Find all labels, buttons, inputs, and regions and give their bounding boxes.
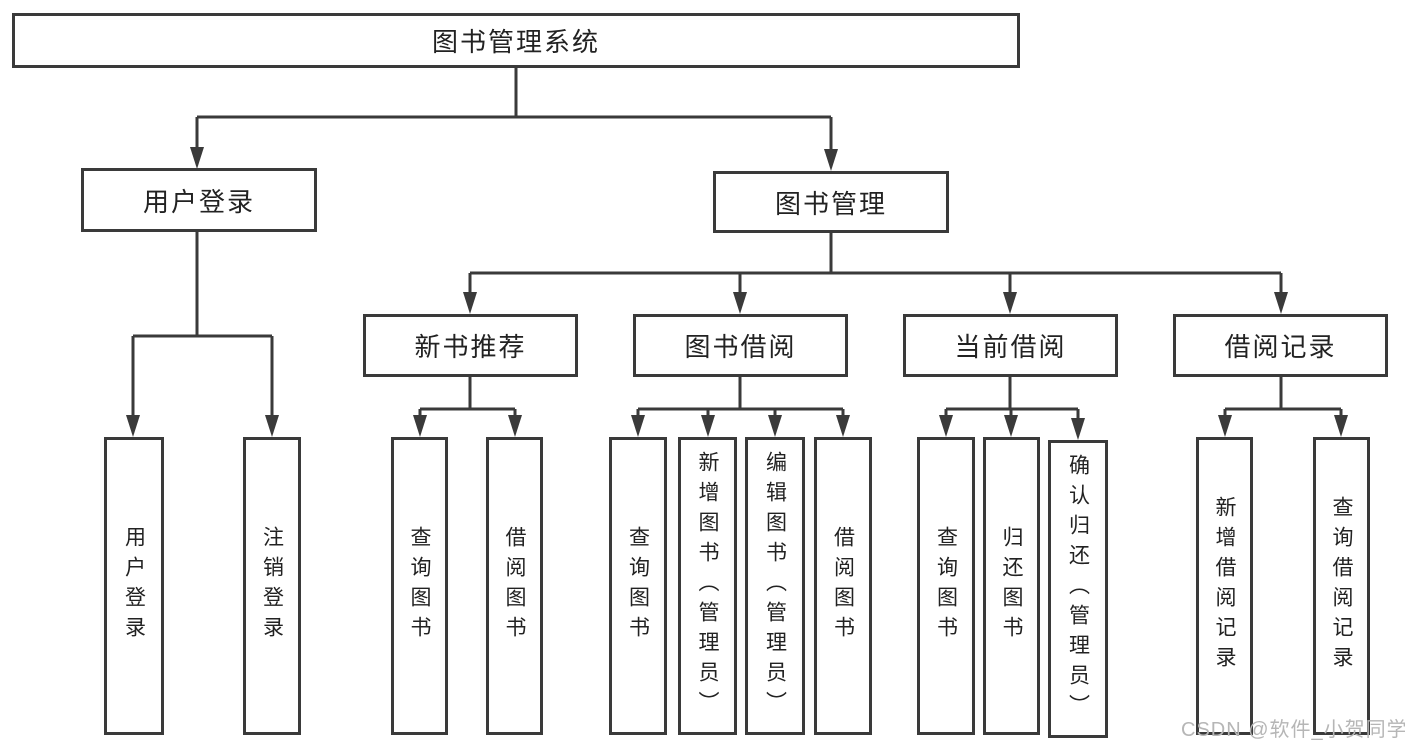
node-book-management: 图书管理 (713, 171, 949, 233)
node-user-login-label: 用户登录 (142, 186, 255, 217)
csdn-watermark: CSDN @软件_小贺同学 (1181, 719, 1405, 741)
leaf-add-books-admin: 新增图书（管理员） (678, 437, 737, 735)
node-new-book-recommend: 新书推荐 (363, 314, 578, 377)
leaf-edit-books-admin: 编辑图书（管理员） (745, 437, 805, 735)
leaf-borrow-books-2-label: 借阅图书 (831, 526, 855, 646)
leaf-logout-label: 注销登录 (260, 526, 284, 646)
leaf-borrow-books-2: 借阅图书 (814, 437, 872, 735)
node-borrow-records-label: 借阅记录 (1224, 332, 1337, 362)
leaf-query-books-3: 查询图书 (917, 437, 975, 735)
node-book-borrowing-label: 图书借阅 (684, 332, 797, 362)
node-root-label: 图书管理系统 (431, 27, 600, 57)
leaf-confirm-return-admin-label: 确认归还（管理员） (1066, 454, 1090, 724)
node-current-borrowing-label: 当前借阅 (954, 332, 1067, 362)
leaf-return-books: 归还图书 (983, 437, 1040, 735)
leaf-user-login: 用户登录 (104, 437, 164, 735)
node-current-borrowing: 当前借阅 (903, 314, 1118, 377)
leaf-query-books-2: 查询图书 (609, 437, 667, 735)
leaf-return-books-label: 归还图书 (1000, 526, 1023, 646)
leaf-edit-books-admin-label: 编辑图书（管理员） (763, 451, 787, 721)
leaf-add-borrow-record: 新增借阅记录 (1196, 437, 1253, 735)
leaf-logout: 注销登录 (243, 437, 301, 735)
leaf-add-books-admin-label: 新增图书（管理员） (696, 451, 719, 721)
leaf-query-books-2-label: 查询图书 (626, 526, 650, 646)
leaf-query-borrow-record-label: 查询借阅记录 (1330, 496, 1353, 676)
node-new-book-recommend-label: 新书推荐 (414, 332, 527, 362)
leaf-query-borrow-record: 查询借阅记录 (1313, 437, 1370, 735)
leaf-confirm-return-admin: 确认归还（管理员） (1048, 440, 1108, 738)
node-book-borrowing: 图书借阅 (633, 314, 848, 377)
leaf-user-login-label: 用户登录 (122, 526, 146, 646)
leaf-add-borrow-record-label: 新增借阅记录 (1213, 496, 1236, 676)
node-book-management-label: 图书管理 (774, 188, 887, 219)
leaf-borrow-books-1: 借阅图书 (486, 437, 543, 735)
leaf-query-books-1-label: 查询图书 (408, 526, 431, 646)
node-root: 图书管理系统 (12, 13, 1020, 68)
node-borrow-records: 借阅记录 (1173, 314, 1388, 377)
leaf-query-books-3-label: 查询图书 (934, 526, 958, 646)
node-user-login: 用户登录 (81, 168, 317, 232)
leaf-borrow-books-1-label: 借阅图书 (503, 526, 526, 646)
leaf-query-books-1: 查询图书 (391, 437, 448, 735)
